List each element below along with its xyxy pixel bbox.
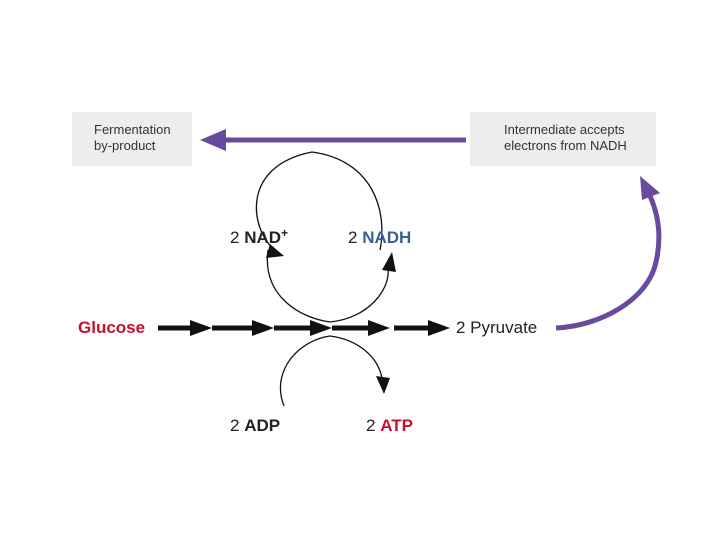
intermediate-line-2: electrons from NADH (504, 138, 627, 153)
nadh-label: 2 NADH (348, 228, 411, 248)
intermediate-text: Intermediate accepts electrons from NADH (504, 122, 627, 154)
adp-count: 2 (230, 416, 240, 435)
nad-cycle-arrows (255, 151, 396, 323)
intermediate-line-1: Intermediate accepts (504, 122, 625, 137)
atp-label: 2 ATP (366, 416, 413, 436)
atp-cycle-arrow (279, 335, 390, 407)
purple-curve-arrow (555, 176, 662, 331)
atp-count: 2 (366, 416, 376, 435)
glucose-text: Glucose (78, 318, 146, 337)
pyruvate-label: 2 Pyruvate (456, 318, 537, 338)
adp-label: 2 ADP (230, 416, 280, 436)
nad-count: 2 (230, 228, 240, 247)
adp-name: ADP (244, 416, 281, 435)
fermentation-byproduct-box (72, 112, 192, 166)
purple-top-arrow (200, 129, 466, 151)
nadh-count: 2 (348, 228, 358, 247)
intermediate-box (470, 112, 656, 166)
nadh-name: NADH (362, 228, 412, 247)
fermentation-byproduct-text: Fermentation by-product (94, 122, 171, 154)
nad-label: 2 NAD+ (230, 226, 288, 248)
fermentation-line-1: Fermentation (94, 122, 171, 137)
nad-superscript: + (281, 226, 289, 240)
fermentation-line-2: by-product (94, 138, 156, 153)
atp-name: ATP (380, 416, 413, 435)
glucose-label: Glucose (78, 318, 145, 338)
glycolysis-arrow-chain (158, 320, 450, 336)
nad-name: NAD (244, 228, 282, 247)
pyruvate-text: 2 Pyruvate (456, 318, 538, 337)
